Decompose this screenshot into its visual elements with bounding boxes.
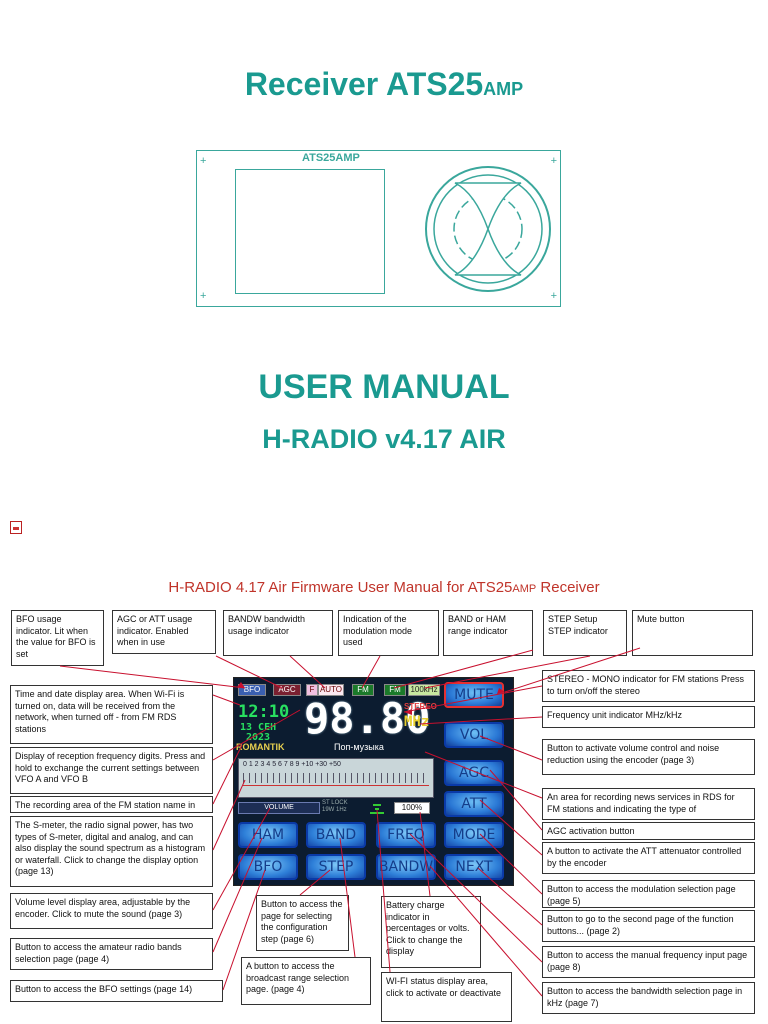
next-button[interactable]: NEXT bbox=[444, 854, 504, 880]
manual-title: USER MANUAL bbox=[258, 368, 510, 406]
callout-freq-unit: Frequency unit indicator MHz/kHz bbox=[542, 706, 755, 728]
bandw-button[interactable]: BANDW bbox=[376, 854, 436, 880]
bandwidth-readout: 19W 1Hz bbox=[322, 807, 347, 813]
bfo-indicator[interactable]: BFO bbox=[238, 684, 266, 696]
clock-year[interactable]: 2023 bbox=[246, 732, 271, 743]
callout-ham-button: Button to access the amateur radio bands… bbox=[10, 938, 213, 970]
callout-bandw-button: Button to access the bandwidth selection… bbox=[542, 982, 755, 1014]
volume-bar[interactable]: VOLUME bbox=[238, 802, 320, 814]
firmware-version: H-RADIO v4.17 AIR bbox=[262, 424, 506, 454]
callout-band-indicator: BAND or HAM range indicator bbox=[443, 610, 533, 656]
vol-button[interactable]: VOL bbox=[444, 722, 504, 748]
callout-station-name: The recording area of the FM station nam… bbox=[10, 796, 213, 813]
device-outline-drawing: ATS25AMP + + + + bbox=[196, 150, 561, 307]
step-button[interactable]: STEP bbox=[306, 854, 366, 880]
screw-mark: + bbox=[200, 155, 207, 167]
callout-mode-indicator: Indication of the modulation mode used bbox=[338, 610, 439, 656]
device-brand-label: ATS25AMP bbox=[302, 152, 360, 164]
clock-time[interactable]: 12:10 bbox=[238, 702, 290, 722]
rds-text[interactable]: Поп-музыка bbox=[334, 742, 384, 752]
s-meter-scale: 0 1 2 3 4 5 6 7 8 9 +10 +30 +50 bbox=[243, 761, 341, 768]
callout-att-button: A button to activate the ATT attenuator … bbox=[542, 842, 755, 874]
ham-button[interactable]: HAM bbox=[238, 822, 298, 848]
document-title: Receiver ATS25AMP bbox=[0, 66, 768, 103]
s-meter-needle-track bbox=[243, 785, 429, 786]
bfo-button[interactable]: BFO bbox=[238, 854, 298, 880]
frequency-display[interactable]: 98.80 bbox=[304, 694, 431, 743]
battery-indicator[interactable]: 100% bbox=[394, 802, 430, 814]
pdf-icon[interactable] bbox=[10, 521, 22, 534]
mode-indicator[interactable]: FM bbox=[352, 684, 374, 696]
callout-agc-button: AGC activation button bbox=[542, 822, 755, 840]
callout-time-date: Time and date display area. When Wi-Fi i… bbox=[10, 685, 213, 744]
frequency-unit[interactable]: MHz bbox=[404, 714, 430, 730]
callout-wifi-status: WI-FI status display area, click to acti… bbox=[381, 972, 512, 1022]
callout-vol-button: Button to activate volume control and no… bbox=[542, 739, 755, 775]
diagram-subtitle: H-RADIO 4.17 Air Firmware User Manual fo… bbox=[0, 579, 768, 596]
callout-mode-button: Button to access the modulation selectio… bbox=[542, 880, 755, 908]
encoder-knob-logo bbox=[425, 166, 551, 292]
callout-stereo-indicator: STEREO - MONO indicator for FM stations … bbox=[542, 670, 755, 702]
subtitle-text: H-RADIO 4.17 Air Firmware User Manual fo… bbox=[168, 579, 513, 596]
document-title-text: Receiver ATS25 bbox=[244, 66, 484, 102]
s-meter[interactable]: 0 1 2 3 4 5 6 7 8 9 +10 +30 +50 bbox=[238, 758, 434, 798]
document-title-suffix: AMP bbox=[483, 79, 524, 99]
callout-s-meter: The S-meter, the radio signal power, has… bbox=[10, 816, 213, 887]
subtitle-suffix: AMP bbox=[512, 583, 537, 595]
callout-volume-area: Volume level display area, adjustable by… bbox=[10, 893, 213, 929]
screw-mark: + bbox=[200, 290, 207, 302]
callout-bfo-indicator: BFO usage indicator. Lit when the value … bbox=[11, 610, 104, 666]
callout-step-indicator: STEP Setup STEP indicator bbox=[543, 610, 627, 656]
device-screen-outline bbox=[235, 169, 385, 294]
callout-agc-indicator: AGC or ATT usage indicator. Enabled when… bbox=[112, 610, 216, 654]
stereo-indicator[interactable]: STEREO bbox=[404, 702, 437, 711]
callout-freq-button: Button to access the manual frequency in… bbox=[542, 946, 755, 978]
callout-battery-indicator: Battery charge indicator in percentages … bbox=[381, 896, 481, 968]
subtitle-end: Receiver bbox=[536, 579, 600, 596]
callout-next-button: Button to go to the second page of the f… bbox=[542, 910, 755, 942]
callout-step-button: Button to access the page for selecting … bbox=[256, 895, 349, 951]
st-lock-label: ST LOCK bbox=[322, 800, 348, 806]
station-name[interactable]: ROMANTIK bbox=[236, 742, 285, 752]
screw-mark: + bbox=[550, 290, 557, 302]
filter-indicator[interactable]: F bbox=[306, 684, 318, 696]
agc-button[interactable]: AGC bbox=[444, 760, 504, 786]
clock-date[interactable]: 13 СЕН bbox=[240, 722, 277, 733]
band-indicator[interactable]: FM bbox=[384, 684, 406, 696]
callout-band-button: A button to access the broadcast range s… bbox=[241, 957, 371, 1005]
callout-rds-news: An area for recording news services in R… bbox=[542, 788, 755, 820]
screw-mark: + bbox=[550, 155, 557, 167]
callout-bandw-indicator: BANDW bandwidth usage indicator bbox=[223, 610, 333, 656]
band-button[interactable]: BAND bbox=[306, 822, 366, 848]
callout-bfo-button: Button to access the BFO settings (page … bbox=[10, 980, 223, 1002]
callout-frequency-digits: Display of reception frequency digits. P… bbox=[10, 747, 213, 794]
callout-mute-button: Mute button bbox=[632, 610, 753, 656]
s-meter-ticks bbox=[243, 773, 429, 783]
